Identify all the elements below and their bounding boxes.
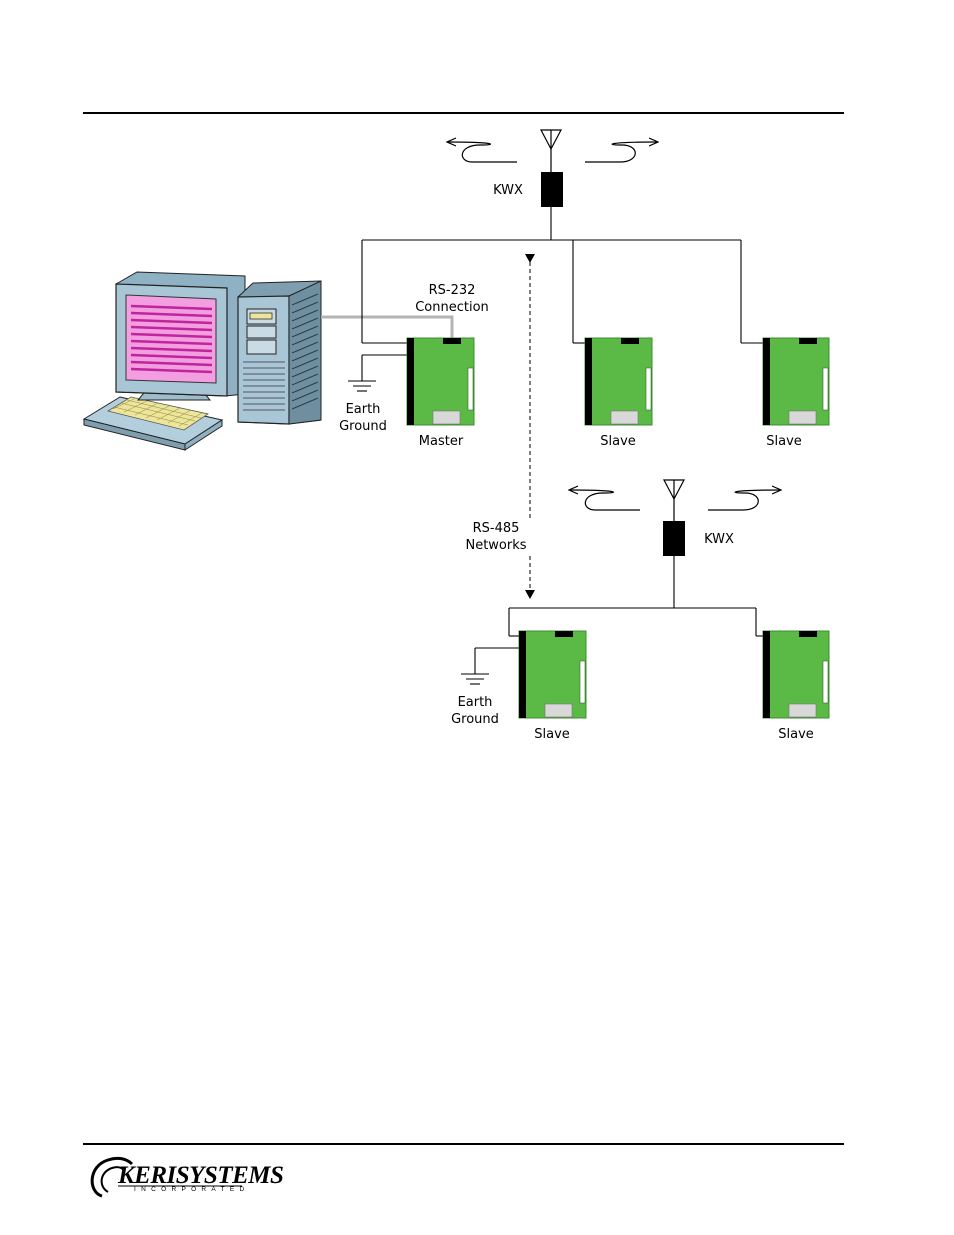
earth-ground-bottom-icon: [461, 647, 520, 685]
kwx-bottom-label: KWX: [704, 532, 734, 547]
slave-board-top-mid: [584, 337, 653, 426]
master-label: Master: [418, 434, 464, 449]
slave-board-bottom-right: [762, 630, 830, 719]
wireless-wave-top-right: [585, 142, 657, 163]
slave-top-right-label: Slave: [766, 434, 802, 449]
earth-bottom-line2: Ground: [451, 712, 499, 727]
slave-board-top-right: [762, 337, 830, 426]
earth-bottom-line1: Earth: [457, 695, 493, 710]
kwx-bottom-antenna-icon: [663, 479, 685, 521]
wireless-wave-bottom-left: [570, 490, 640, 511]
earth-top-line1: Earth: [345, 402, 381, 417]
rs232-label: RS-232 Connection: [404, 282, 500, 316]
slave-bottom-right-label: Slave: [778, 727, 814, 742]
kwx-top-label: KWX: [493, 183, 523, 198]
kwx-bottom-unit: [663, 521, 685, 556]
logo-main-text: KERISYSTEMS: [118, 1162, 284, 1189]
rs485-label: RS-485 Networks: [460, 520, 532, 554]
rs232-label-line1: RS-232: [428, 283, 476, 298]
wireless-wave-bottom-right: [708, 490, 780, 511]
wireless-wave-top-left: [448, 142, 517, 163]
earth-ground-top-label: Earth Ground: [328, 401, 398, 435]
slave-bottom-left-label: Slave: [534, 727, 570, 742]
rs485-bus-top: [361, 207, 764, 344]
slave-top-mid-label: Slave: [600, 434, 636, 449]
kwx-top-antenna-icon: [540, 129, 562, 172]
rs485-label-line1: RS-485: [472, 521, 520, 536]
kerisystems-logo-icon: [90, 1156, 242, 1198]
earth-ground-bottom-label: Earth Ground: [440, 694, 510, 728]
rs485-label-line2: Networks: [465, 538, 527, 553]
earth-top-line2: Ground: [339, 419, 387, 434]
rs232-cable: [321, 315, 454, 339]
rs232-label-line2: Connection: [415, 300, 489, 315]
slave-board-bottom-left: [518, 630, 587, 719]
header-rule: [83, 112, 844, 114]
earth-ground-top-icon: [348, 354, 408, 392]
rs485-bus-bottom: [508, 556, 764, 637]
logo-sub-text: INCORPORATED: [134, 1186, 250, 1193]
computer-icon: [82, 271, 322, 451]
kwx-top-unit: [541, 172, 563, 207]
footer-rule: [83, 1143, 844, 1145]
master-board: [406, 337, 475, 426]
